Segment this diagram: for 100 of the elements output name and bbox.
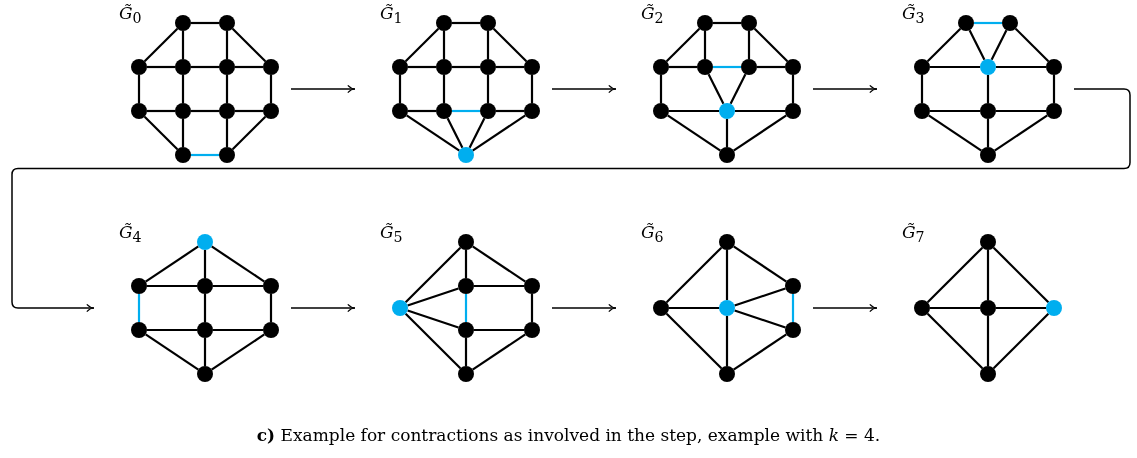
graph-edge [147,65,175,69]
graph-vertex [458,147,474,163]
graph-edge [669,65,697,69]
graph-vertex [197,278,213,294]
graph-vertex [719,103,735,119]
graph-edge [203,294,207,322]
graph-edge [992,312,1050,370]
graph-edge [926,246,984,304]
graph-vertex [785,322,801,338]
graph-vertex [219,103,235,119]
graph-edge [269,75,273,103]
graph-edge [404,27,440,63]
graph-vertex [436,59,452,75]
graph-vertex [480,15,496,31]
graph-vertex [719,234,735,250]
graph-edge [472,114,526,152]
graph-vertex [697,59,713,75]
graph-vertex [785,278,801,294]
graph-edge [725,119,729,147]
graph-edge [725,250,729,300]
graph-edge [211,333,265,371]
graph-vertex [458,366,474,382]
graph-label: G̃$_{4}$ [119,222,142,248]
graph-vertex [263,278,279,294]
graph-vertex [436,15,452,31]
graph-vertex [1002,15,1018,31]
graph-edge [486,75,490,103]
graph-edge [994,114,1048,152]
graph-vertex [219,147,235,163]
graph-vertex [741,59,757,75]
graph-vertex [741,15,757,31]
graph-vertex [219,59,235,75]
graph-vertex [131,59,147,75]
graph-edge [191,153,219,157]
graph-edge [928,114,982,152]
graph-vertex [980,300,996,316]
graph-vertex [458,234,474,250]
graph-vertex [175,59,191,75]
graph-vertex [458,278,474,294]
graph-vertex [392,300,408,316]
graph-vertex [980,59,996,75]
graph-vertex [131,103,147,119]
graph-vertex [219,15,235,31]
graph-edge [181,119,185,147]
graph-edge [986,75,990,103]
graph-edge [191,109,219,113]
graph-edge [235,65,263,69]
graph-vertex [914,103,930,119]
graph-edge [665,246,723,304]
graph-edge [145,245,199,283]
graph-edge [791,294,795,322]
graph-edge [713,65,741,69]
graph-vertex [980,103,996,119]
graph-edge [992,246,1050,304]
graph-vertex [480,103,496,119]
graph-vertex [719,300,735,316]
graph-edge [468,117,486,149]
graph-edge [530,294,534,322]
graph-edge [530,75,534,103]
graph-edge [920,75,924,103]
graph-edge [225,119,229,147]
graph-vertex [524,278,540,294]
graph-label: G̃$_{3}$ [902,3,925,29]
graph-edge [665,27,701,63]
graph-label: G̃$_{7}$ [902,222,925,248]
graph-edge [930,65,980,69]
graph-edge [486,31,490,59]
graph-edge [734,287,786,307]
graph-label: G̃$_{5}$ [380,222,403,248]
graph-edge [496,109,524,113]
graph-vertex [653,103,669,119]
graph-edge [137,294,141,322]
graph-edge [143,115,179,151]
graph-edge [452,21,480,25]
graph-vertex [914,59,930,75]
graph-edge [181,31,185,59]
graph-edge [147,109,175,113]
graph-edge [145,333,199,371]
graph-edge [147,328,197,332]
graph-edge [442,31,446,59]
graph-vertex [980,234,996,250]
graph-edge [733,245,787,283]
graph-edge [407,287,459,307]
graph-vertex [524,59,540,75]
graph-edge [231,27,267,63]
graph-vertex [719,366,735,382]
graph-edge [791,75,795,103]
graph-edge [729,73,747,105]
graph-edge [181,75,185,103]
graph-edge [147,284,197,288]
graph-edge [213,284,263,288]
graph-vertex [914,300,930,316]
graph-edge [757,65,785,69]
graph-vertex [1046,103,1062,119]
graph-vertex [1046,59,1062,75]
graph-vertex [653,59,669,75]
graph-edge [747,31,751,59]
graph-vertex [263,322,279,338]
graph-vertex [175,103,191,119]
graph-vertex [197,322,213,338]
